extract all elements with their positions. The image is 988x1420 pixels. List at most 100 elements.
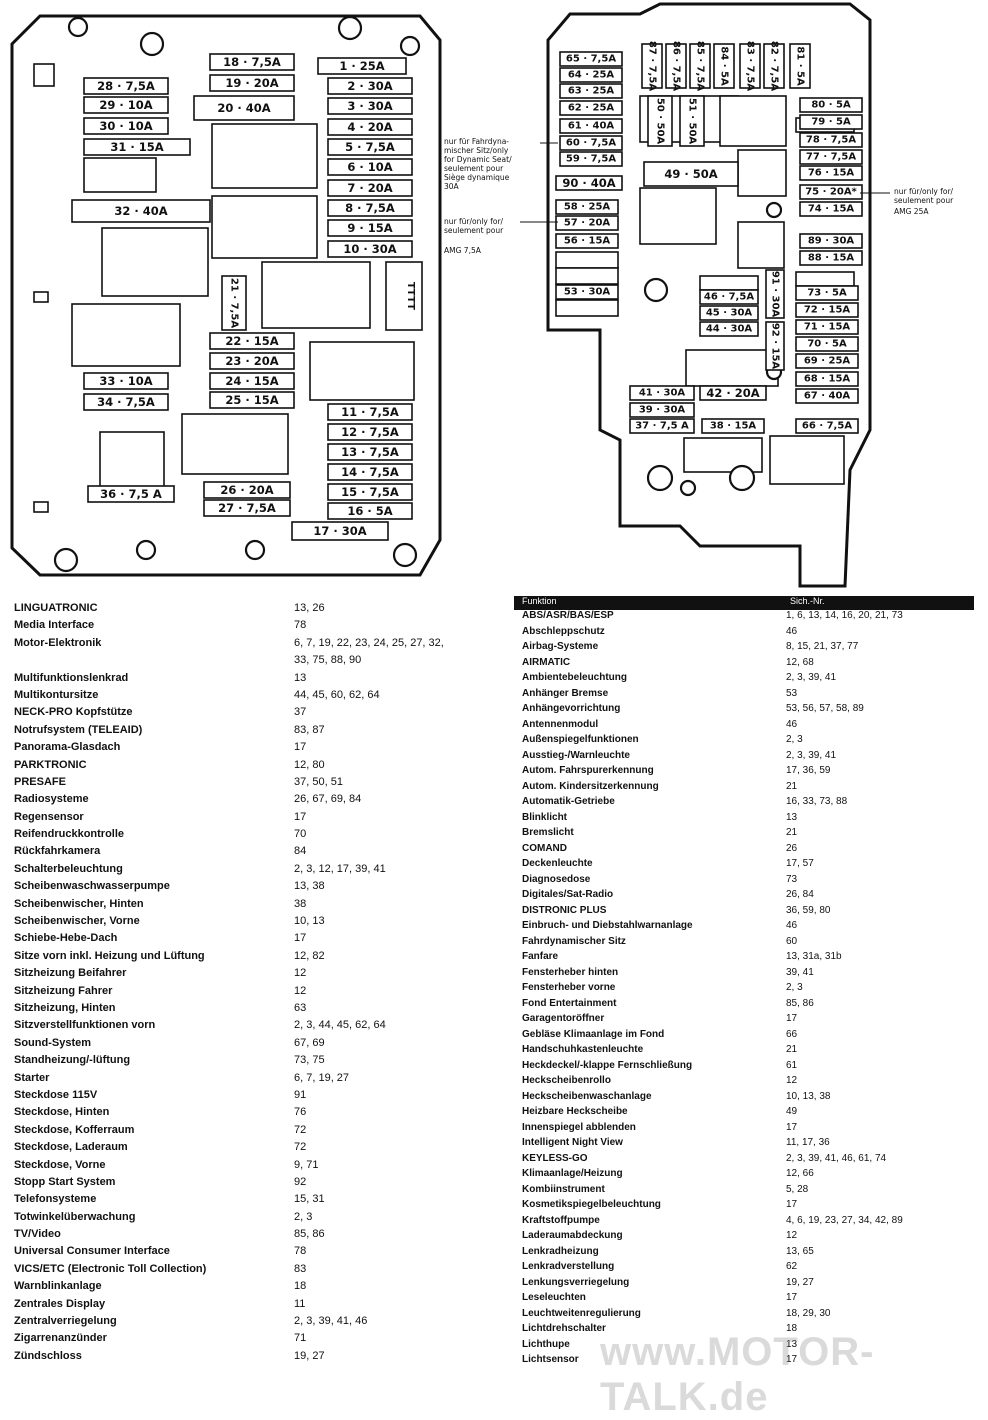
fuse-label: 29 · 10A bbox=[99, 98, 152, 112]
fuse-body bbox=[559, 151, 623, 167]
fuse-label: 12 · 7,5A bbox=[341, 425, 399, 439]
fuse-91: 91 · 30A bbox=[765, 269, 785, 319]
fuse-body bbox=[87, 485, 175, 503]
function-name: Scheibenwischer, Vorne bbox=[14, 915, 140, 928]
function-name: Sitzheizung, Hinten bbox=[14, 1001, 116, 1014]
fuse-label: 19 · 20A bbox=[225, 76, 278, 90]
function-name: Autom. Kindersitzerkennung bbox=[522, 780, 659, 792]
fuse-label: 69 · 25A bbox=[804, 356, 851, 367]
fuse-numbers: 2, 3, 44, 45, 62, 64 bbox=[294, 1019, 386, 1032]
fuse-body bbox=[643, 161, 739, 187]
function-name: NECK-PRO Kopfstütze bbox=[14, 706, 133, 719]
function-name: Radiosysteme bbox=[14, 793, 89, 806]
left-box-outline bbox=[10, 14, 442, 577]
function-name: VICS/ETC (Electronic Toll Collection) bbox=[14, 1262, 207, 1275]
fuse-label: 34 · 7,5A bbox=[97, 395, 155, 409]
function-name: Zentrales Display bbox=[14, 1297, 106, 1310]
fuse-label: 21 · 7,5A bbox=[229, 278, 240, 328]
function-name: Starter bbox=[14, 1071, 50, 1084]
fuse-label: 44 · 30A bbox=[706, 324, 753, 335]
fuse-44: 44 · 30A bbox=[699, 321, 759, 337]
fuse-numbers: 16, 33, 73, 88 bbox=[786, 796, 848, 807]
fuse-12: 12 · 7,5A bbox=[327, 423, 413, 441]
fuse-label: 73 · 5A bbox=[807, 288, 847, 299]
fuse-numbers: 61 bbox=[786, 1059, 798, 1071]
fuse-label: 10 · 30A bbox=[343, 242, 396, 256]
fuse-body bbox=[795, 353, 859, 369]
function-name: Heizbare Heckscheibe bbox=[522, 1106, 628, 1117]
function-name: Lenkungsverriegelung bbox=[522, 1276, 630, 1288]
fuse-numbers: 37 bbox=[294, 706, 307, 719]
mounting-hole bbox=[399, 35, 421, 57]
mounting-hole bbox=[67, 16, 89, 38]
fuse-label: 92 · 15A bbox=[770, 323, 781, 370]
fuse-numbers: 73, 75 bbox=[294, 1054, 325, 1067]
fuse-numbers: 17 bbox=[786, 1292, 798, 1303]
fuse-label: 89 · 30A bbox=[808, 236, 855, 247]
fuse-body bbox=[327, 483, 413, 501]
fuse-numbers: 17 bbox=[786, 1199, 798, 1210]
relay bbox=[309, 341, 415, 401]
slot bbox=[555, 299, 619, 317]
fuse-numbers: 53 bbox=[786, 687, 798, 699]
fuse-numbers: 15, 31 bbox=[294, 1193, 325, 1206]
right-box-outline bbox=[546, 2, 872, 588]
fuse-body bbox=[209, 391, 295, 409]
fuse-80: 80 · 5A bbox=[799, 97, 863, 113]
fuse-numbers: 2, 3, 39, 41 bbox=[786, 749, 837, 761]
fuse-58: 58 · 25A bbox=[555, 199, 619, 215]
fuse-87: 87 · 7,5A bbox=[641, 41, 663, 91]
function-name: LINGUATRONIC bbox=[14, 602, 98, 614]
fuse-body bbox=[559, 100, 623, 116]
fuse-body bbox=[291, 521, 389, 541]
fuse-body bbox=[327, 240, 413, 258]
function-name: Stopp Start System bbox=[14, 1175, 116, 1188]
fuse-body bbox=[699, 321, 759, 337]
fuse-label: 7 · 20A bbox=[347, 181, 392, 195]
fuse-label: 67 · 40A bbox=[804, 391, 851, 402]
fuse-body bbox=[799, 149, 863, 165]
fuse-18: 18 · 7,5A bbox=[209, 53, 295, 71]
fuse-label: 78 · 7,5A bbox=[806, 135, 856, 146]
function-name: Garagentoröffner bbox=[522, 1013, 605, 1024]
fuse-2: 2 · 30A bbox=[327, 77, 413, 95]
fuse-label: 84 · 5A bbox=[719, 46, 730, 86]
function-name: Sitzheizung Fahrer bbox=[14, 984, 113, 997]
fuse-label: 83 · 7,5A bbox=[745, 41, 756, 91]
fuse-body bbox=[327, 219, 413, 237]
function-name: Zigarrenanzünder bbox=[14, 1332, 107, 1345]
fuse-74: 74 · 15A bbox=[799, 201, 863, 217]
function-name: Zündschloss bbox=[14, 1349, 82, 1362]
fuse-7: 7 · 20A bbox=[327, 179, 413, 197]
fuse-label: 42 · 20A bbox=[706, 386, 759, 400]
fuse-label: 30 · 10A bbox=[99, 119, 152, 133]
function-name: Lenkradverstellung bbox=[522, 1261, 615, 1272]
function-name: Außenspiegelfunktionen bbox=[522, 734, 639, 745]
fuse-label: 85 · 7,5A bbox=[695, 41, 706, 91]
fuse-numbers: 2, 3 bbox=[294, 1210, 313, 1223]
fuse-label: 77 · 7,5A bbox=[806, 152, 856, 163]
function-name: Steckdose 115V bbox=[14, 1088, 98, 1101]
function-name: Schalterbeleuchtung bbox=[14, 862, 123, 875]
fuse-numbers: 39, 41 bbox=[786, 966, 814, 978]
fuse-32: 32 · 40A bbox=[71, 199, 211, 223]
fuse-65: 65 · 7,5A bbox=[559, 51, 623, 67]
fuse-label: 65 · 7,5A bbox=[566, 54, 616, 65]
function-name: Autom. Fahrspurerkennung bbox=[522, 765, 654, 776]
